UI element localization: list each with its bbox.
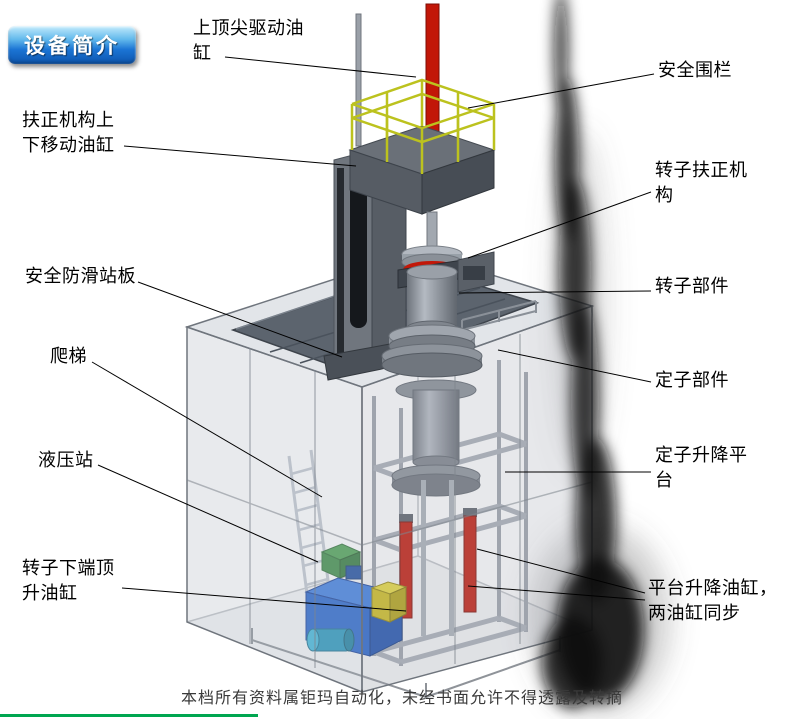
label-ladder: 爬梯 <box>50 346 87 366</box>
smoke-smudge <box>542 0 644 708</box>
label-top-center-drive-cylinder: 上顶尖驱动油缸 <box>193 18 304 63</box>
base-pallet <box>251 628 561 699</box>
watermark-text: 本档所有资料属钜玛自动化，未经书面允许不得透露及转摘 <box>180 690 623 707</box>
label-stator-lift-platform: 定子升降平台 <box>655 445 748 490</box>
label-rotor-bottom-jack-cylinder: 转子下端顶升油缸 <box>22 558 115 603</box>
label-stator-component: 定子部件 <box>655 370 729 390</box>
title-badge-label: 设备简介 <box>24 35 120 58</box>
leader-lines <box>91 56 655 612</box>
title-badge: 设备简介 <box>8 26 136 64</box>
stator-lift-frame <box>372 360 528 666</box>
label-platform-lift-cylinders: 平台升降油缸，两油缸同步 <box>648 578 778 623</box>
stator-assembly <box>391 379 481 636</box>
label-rotor-centering-mechanism: 转子扶正机构 <box>655 160 748 205</box>
hydraulic-station <box>304 543 408 657</box>
label-centering-mechanism-cylinder: 扶正机构上下移动油缸 <box>22 110 115 155</box>
label-hydraulic-station: 液压站 <box>38 450 94 470</box>
footer-green-line <box>0 714 258 717</box>
label-safety-fence: 安全围栏 <box>658 60 732 80</box>
safety-fence <box>350 78 496 174</box>
label-anti-slip-standing-board: 安全防滑站板 <box>25 266 136 286</box>
label-rotor-component: 转子部件 <box>655 276 729 296</box>
rotor-assembly <box>381 211 495 378</box>
